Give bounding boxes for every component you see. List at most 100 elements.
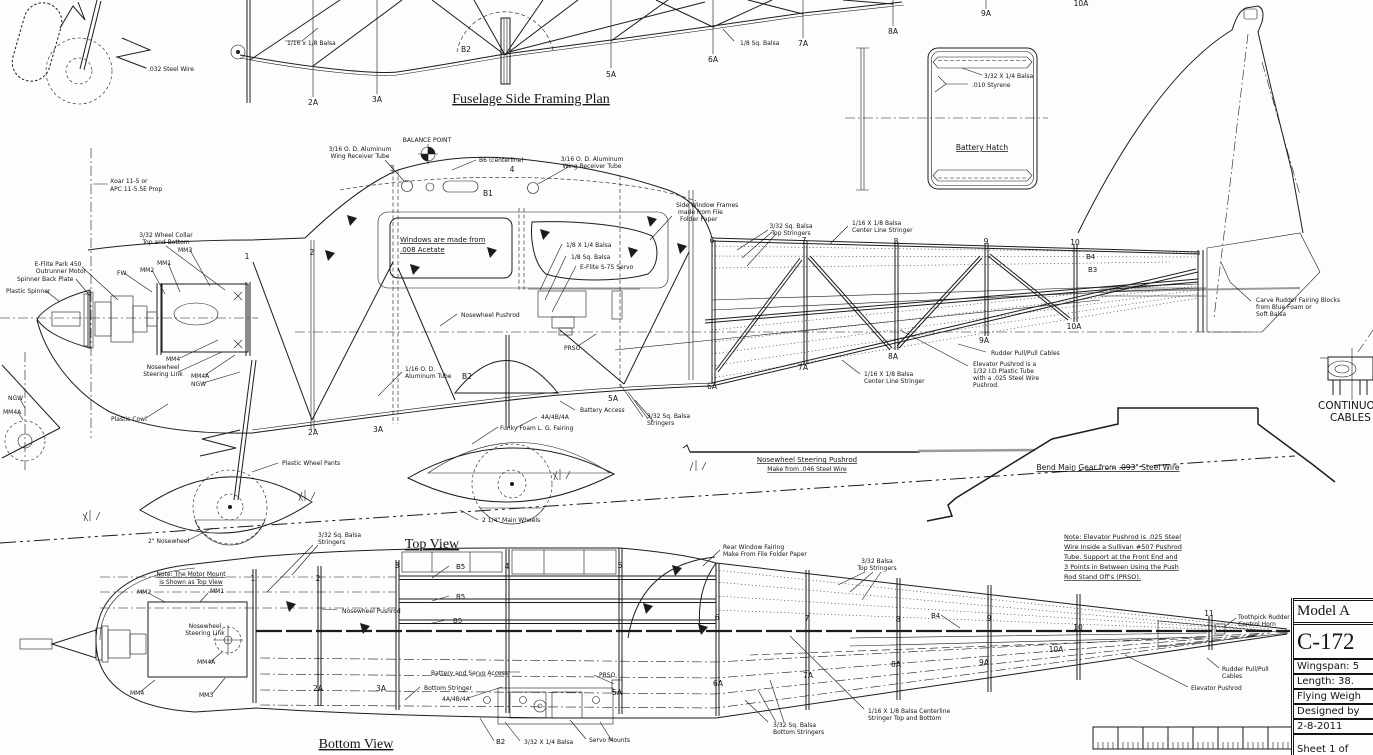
- station-marker: 5A: [612, 688, 623, 697]
- station-marker: 2: [310, 248, 315, 257]
- stringer-label: 3/32 Sq. Balsa: [647, 413, 690, 420]
- steering-link-label: Steering Link: [185, 630, 225, 637]
- mount-marker: MM2: [140, 267, 154, 274]
- station-marker: 9: [987, 614, 992, 623]
- stringer-label: Stringers: [647, 420, 674, 427]
- station-marker: 7A: [798, 39, 809, 48]
- station-marker: 3A: [376, 684, 387, 693]
- balance-point-label: BALANCE POINT: [403, 137, 452, 144]
- station-marker: 7: [802, 236, 807, 245]
- balsa-label: 1/8 X 1/4 Balsa: [566, 242, 612, 249]
- mount-marker: MM4: [166, 356, 180, 363]
- former-marker: 4A/4B/4A: [541, 414, 570, 421]
- title-block-designer: Designed by: [1294, 703, 1373, 718]
- wheel-label: 2 1/4" Main Wheels: [482, 517, 540, 524]
- pushrod-label: Nosewheel Pushrod: [461, 312, 520, 319]
- wing-tube-label: Wing Receiver Tube: [331, 153, 390, 160]
- battery-access-label: Battery Access: [580, 407, 625, 414]
- servo-label: E-Flite S-75 Servo: [580, 264, 634, 271]
- pushrod-note: with a .025 Steel Wire: [973, 375, 1039, 382]
- prop-label: Xoar 11-5 or: [110, 178, 148, 185]
- fairing-label: Make From File Folder Paper: [723, 551, 807, 558]
- pushrod-note: 1/32 I.D Plastic Tube: [973, 368, 1034, 375]
- title-block-date: 2-8-2011: [1294, 718, 1373, 733]
- pushrod-label: Nosewheel Pushrod: [342, 608, 401, 615]
- steel-wire-label: .032 Steel Wire: [148, 66, 194, 73]
- horn-label: Control Horn: [1238, 621, 1276, 628]
- grass-tufts: [82, 460, 707, 522]
- steering-link-label: Nosewheel: [147, 364, 180, 371]
- styrene-label: .010 Styrene: [972, 82, 1011, 89]
- windows-note: Windows are made from: [400, 236, 486, 244]
- station-marker: 1: [245, 252, 250, 261]
- stringer-label: Center Line Stringer: [864, 378, 925, 385]
- former-marker: B5: [453, 617, 462, 625]
- station-marker: 8A: [891, 660, 902, 669]
- station-marker: 10: [1070, 238, 1080, 247]
- station-marker: 10: [1073, 623, 1083, 632]
- fairing-label: Carve Rudder Fairing Blocks: [1256, 297, 1340, 304]
- stringer-label: Center Line Stringer: [852, 227, 913, 234]
- wing-tube-label: 3/16 O. D. Aluminum: [561, 156, 624, 163]
- spinner-label: Plastic Spinner: [6, 288, 51, 295]
- side-window-label: Side Window Frames: [676, 202, 738, 209]
- station-marker: 8A: [888, 352, 899, 361]
- wheel-collar-label: 3/32 Wheel Collar: [139, 232, 193, 239]
- station-marker: 2A: [313, 684, 324, 693]
- stringer-label: 1/16 X 1/8 Balsa: [852, 220, 902, 227]
- framing-plan-title: Fuselage Side Framing Plan: [452, 92, 610, 107]
- spinner-label: Spinner Back Plate: [17, 276, 74, 283]
- station-marker: 5A: [606, 70, 617, 79]
- station-marker: 11: [1204, 609, 1214, 618]
- title-block: Model A C-172 Wingspan: 5 Length: 38. Fl…: [1291, 598, 1373, 755]
- battery-hatch-title: Battery Hatch: [956, 143, 1008, 152]
- station-marker: 3: [390, 164, 395, 173]
- station-marker: 8: [896, 615, 901, 624]
- station-marker: 6A: [707, 382, 718, 391]
- windows-note: .008 Acetate: [400, 246, 445, 254]
- former-label: B6 (centerline): [479, 157, 524, 164]
- title-block-length: Length: 38.: [1294, 673, 1373, 688]
- elevator-note: Rod Stand Off's (PRSO).: [1064, 573, 1141, 581]
- former-marker: B5: [456, 563, 465, 571]
- station-marker: 2A: [308, 428, 319, 437]
- stringer-label: Bottom Stringer: [424, 685, 473, 692]
- wheel-label: Plastic Wheel Pants: [282, 460, 340, 467]
- alum-tube-label: 1/16 O. D.: [405, 366, 435, 373]
- former-marker: B5: [456, 593, 465, 601]
- station-marker: 7A: [803, 671, 814, 680]
- servo-label: Servo Mounts: [589, 737, 630, 744]
- title-block-aircraft: C-172: [1294, 622, 1373, 658]
- prso-label: PRSO: [564, 345, 581, 352]
- stringer-label: 1/16 X 1/8 Balsa Centerline: [868, 708, 950, 715]
- fairing-label: Soft Balsa: [1256, 311, 1286, 318]
- stringer-label: 3/32 Sq. Balsa: [769, 223, 812, 230]
- leader-lines: [45, 159, 987, 542]
- title-block-model: Model A: [1294, 598, 1373, 622]
- stringer-label: Stringer Top and Bottom: [868, 715, 941, 722]
- motor-label: Outrunner Motor: [36, 268, 87, 275]
- former-marker: B3: [1088, 266, 1097, 274]
- former-marker: B1: [483, 189, 493, 198]
- station-marker: 6: [715, 613, 720, 622]
- station-marker: 9A: [979, 336, 990, 345]
- gusset-triangles: [286, 565, 708, 635]
- prop-label: APC 11-5.5E Prop: [110, 186, 162, 193]
- mount-marker: MM4A: [191, 373, 210, 380]
- title-block-weight: Flying Weigh: [1294, 688, 1373, 703]
- prso-label: PRSO: [599, 672, 616, 679]
- elevator-note: 3 Points in Between Using the Push: [1064, 563, 1179, 571]
- stringer-label: Bottom Stringers: [773, 729, 824, 736]
- continuous-cable-label: CABLES: [1330, 412, 1371, 424]
- station-marker: 9A: [979, 658, 990, 667]
- cable-label: Rudder Pull/Pull: [1222, 666, 1269, 673]
- station-marker: 8: [894, 237, 899, 246]
- balsa-label: 1/8 Sq. Balsa: [571, 254, 611, 261]
- station-marker: 3: [395, 561, 400, 570]
- mount-marker: MM4A: [197, 659, 216, 666]
- station-marker: 6A: [713, 679, 724, 688]
- continuous-cable-detail: [1320, 329, 1373, 400]
- station-marker: 3A: [372, 95, 383, 104]
